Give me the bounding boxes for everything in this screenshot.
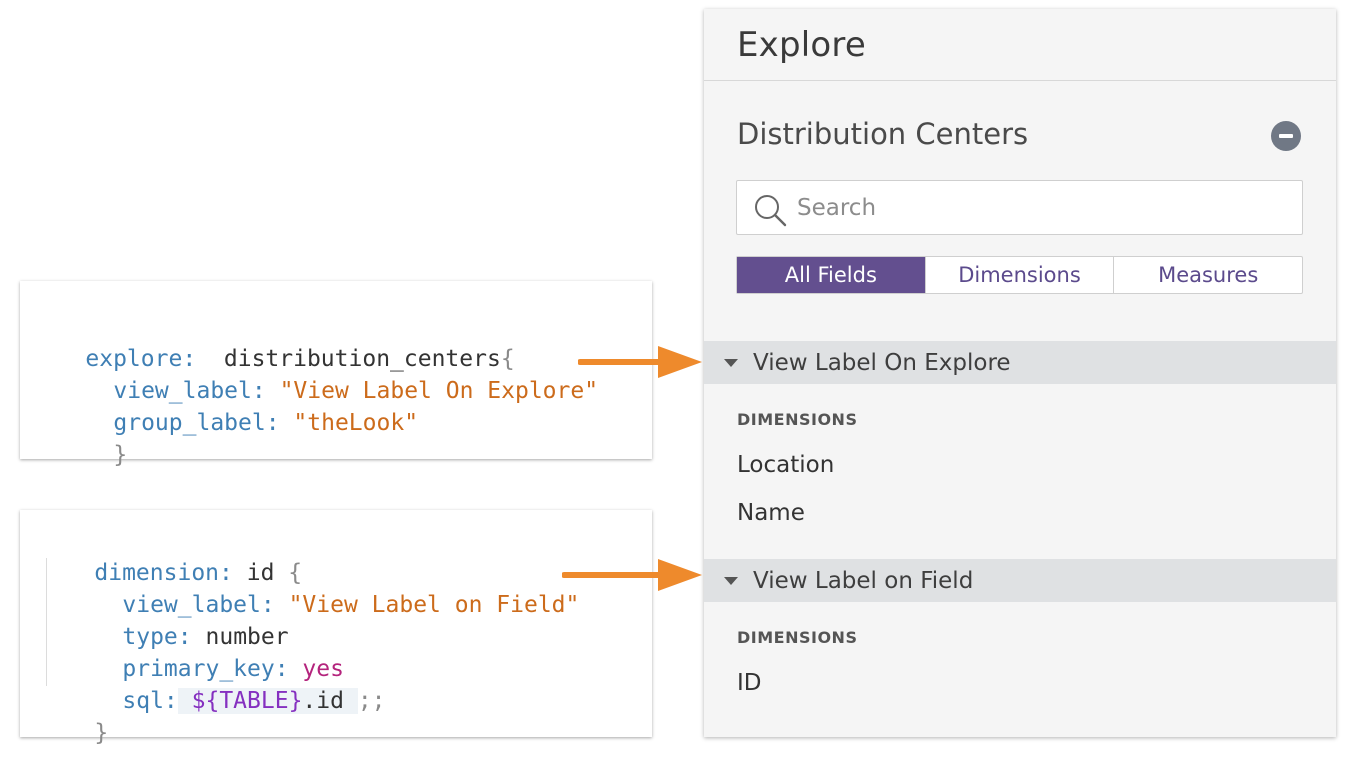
group-view-label-on-field[interactable]: View Label on Field bbox=[704, 559, 1336, 602]
code-brace: { bbox=[288, 560, 303, 586]
code-keyword: explore: bbox=[85, 346, 197, 372]
code-string: "View Label On Explore" bbox=[279, 378, 599, 404]
explore-code-block: explore: distribution_centers{ view_labe… bbox=[20, 281, 652, 468]
code-brace: } bbox=[94, 720, 109, 746]
code-keyword: view_label: bbox=[122, 592, 275, 618]
code-identifier: id bbox=[246, 560, 275, 586]
code-template: ${TABLE} bbox=[191, 688, 303, 714]
caret-down-icon bbox=[724, 576, 738, 585]
code-string: "View Label on Field" bbox=[288, 592, 580, 618]
arrow-to-field-label-icon bbox=[562, 559, 702, 591]
panel-header: Explore bbox=[704, 9, 1336, 81]
field-id[interactable]: ID bbox=[737, 670, 762, 696]
arrow-to-explore-label-icon bbox=[578, 346, 702, 378]
code-value: number bbox=[205, 624, 289, 650]
code-string: "theLook" bbox=[293, 410, 419, 436]
indent-guide bbox=[46, 558, 47, 686]
tab-all-fields[interactable]: All Fields bbox=[737, 257, 925, 293]
search-icon bbox=[755, 195, 787, 227]
code-value: .id bbox=[302, 688, 344, 714]
field-tabs: All Fields Dimensions Measures bbox=[736, 256, 1303, 294]
code-brace: } bbox=[113, 442, 128, 468]
caret-down-icon bbox=[724, 358, 738, 367]
code-keyword: sql: bbox=[122, 688, 178, 714]
search-input[interactable] bbox=[795, 189, 1279, 227]
group-view-label-on-explore[interactable]: View Label On Explore bbox=[704, 341, 1336, 384]
tab-measures[interactable]: Measures bbox=[1113, 257, 1302, 293]
field-location[interactable]: Location bbox=[737, 452, 835, 478]
code-keyword: group_label: bbox=[113, 410, 280, 436]
panel-title: Explore bbox=[737, 25, 866, 65]
dimensions-header: DIMENSIONS bbox=[737, 628, 858, 647]
code-keyword: view_label: bbox=[113, 378, 266, 404]
code-brace: { bbox=[500, 346, 515, 372]
field-name[interactable]: Name bbox=[737, 500, 805, 526]
tab-dimensions[interactable]: Dimensions bbox=[924, 257, 1114, 293]
dimensions-header: DIMENSIONS bbox=[737, 410, 858, 429]
code-keyword: primary_key: bbox=[122, 656, 289, 682]
code-keyword: type: bbox=[122, 624, 192, 650]
explore-panel: Explore Distribution Centers All Fields … bbox=[704, 9, 1336, 737]
code-identifier: distribution_centers bbox=[223, 346, 501, 372]
code-terminator: ;; bbox=[357, 688, 386, 714]
collapse-button[interactable] bbox=[1271, 121, 1301, 151]
search-box[interactable] bbox=[736, 180, 1303, 235]
code-value: yes bbox=[302, 656, 344, 682]
group-label: View Label On Explore bbox=[753, 349, 1011, 376]
explore-section-title: Distribution Centers bbox=[737, 117, 1029, 151]
dimension-code-block: dimension: id { view_label: "View Label … bbox=[20, 510, 652, 746]
code-keyword: dimension: bbox=[94, 560, 233, 586]
group-label: View Label on Field bbox=[753, 567, 974, 594]
